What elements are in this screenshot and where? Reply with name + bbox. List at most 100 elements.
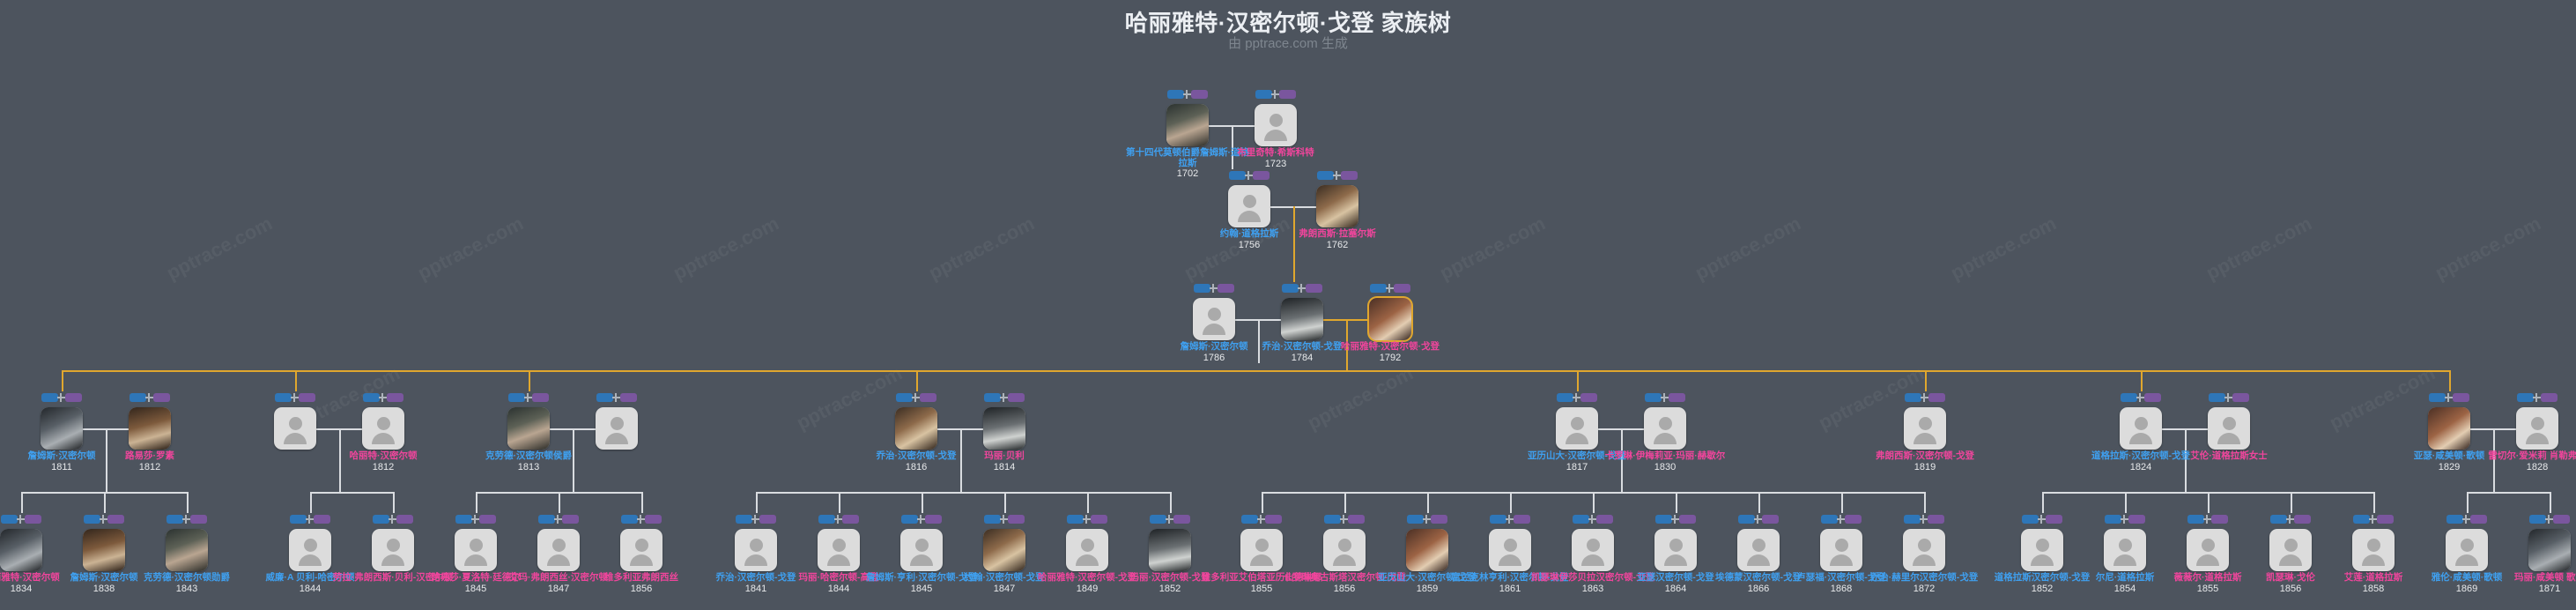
person-photo[interactable] (1369, 298, 1411, 340)
person-placeholder-avatar[interactable] (1556, 407, 1598, 450)
person-placeholder-avatar[interactable] (289, 529, 331, 571)
person-placeholder-avatar[interactable] (537, 529, 580, 571)
person-placeholder-avatar[interactable] (2021, 529, 2063, 571)
badge-purple[interactable] (1669, 393, 1685, 402)
badge-blue[interactable] (1317, 171, 1334, 180)
person-photo[interactable] (129, 407, 171, 450)
badge-blue[interactable] (2446, 515, 2463, 524)
badge-purple[interactable] (1762, 515, 1779, 524)
person-placeholder-avatar[interactable] (1820, 529, 1862, 571)
badge-blue[interactable] (2209, 393, 2225, 402)
person-placeholder-avatar[interactable] (2352, 529, 2395, 571)
badge-purple[interactable] (1191, 90, 1208, 99)
person-photo[interactable] (1166, 104, 1209, 146)
badge-purple[interactable] (620, 393, 637, 402)
badge-blue[interactable] (1821, 515, 1838, 524)
badge-blue[interactable] (1167, 90, 1184, 99)
badge-blue[interactable] (1324, 515, 1341, 524)
badge-purple[interactable] (2377, 515, 2394, 524)
badge-blue[interactable] (2187, 515, 2204, 524)
badge-purple[interactable] (314, 515, 330, 524)
person-placeholder-avatar[interactable] (455, 529, 497, 571)
badge-purple[interactable] (299, 393, 315, 402)
badge-purple[interactable] (1928, 393, 1945, 402)
badge-purple[interactable] (2553, 515, 2570, 524)
person-placeholder-avatar[interactable] (1572, 529, 1614, 571)
badge-blue[interactable] (2022, 515, 2039, 524)
badge-blue[interactable] (130, 393, 146, 402)
person-placeholder-avatar[interactable] (1240, 529, 1283, 571)
badge-blue[interactable] (1490, 515, 1506, 524)
person-placeholder-avatar[interactable] (620, 529, 663, 571)
badge-blue[interactable] (1645, 393, 1662, 402)
person-placeholder-avatar[interactable] (274, 407, 316, 450)
badge-purple[interactable] (1265, 515, 1282, 524)
badge-purple[interactable] (1928, 515, 1944, 524)
badge-purple[interactable] (2211, 515, 2228, 524)
badge-purple[interactable] (1008, 393, 1025, 402)
badge-purple[interactable] (2294, 515, 2311, 524)
badge-blue[interactable] (1655, 515, 1672, 524)
badge-blue[interactable] (2121, 393, 2137, 402)
badge-blue[interactable] (1194, 284, 1210, 293)
person-placeholder-avatar[interactable] (1323, 529, 1366, 571)
badge-purple[interactable] (387, 393, 403, 402)
person-placeholder-avatar[interactable] (1228, 185, 1270, 227)
person-photo[interactable] (983, 407, 1025, 450)
person-photo[interactable] (1406, 529, 1448, 571)
badge-purple[interactable] (2470, 515, 2487, 524)
badge-purple[interactable] (1173, 515, 1190, 524)
badge-blue[interactable] (363, 393, 380, 402)
person-placeholder-avatar[interactable] (1066, 529, 1108, 571)
badge-blue[interactable] (1370, 284, 1387, 293)
person-placeholder-avatar[interactable] (900, 529, 943, 571)
badge-purple[interactable] (759, 515, 776, 524)
person-photo[interactable] (507, 407, 550, 450)
badge-blue[interactable] (1241, 515, 1258, 524)
badge-purple[interactable] (2232, 393, 2249, 402)
badge-blue[interactable] (275, 393, 292, 402)
badge-blue[interactable] (896, 393, 913, 402)
badge-purple[interactable] (1596, 515, 1613, 524)
badge-blue[interactable] (1229, 171, 1246, 180)
badge-blue[interactable] (901, 515, 918, 524)
badge-blue[interactable] (1573, 515, 1589, 524)
badge-blue[interactable] (538, 515, 555, 524)
badge-blue[interactable] (290, 515, 307, 524)
badge-purple[interactable] (1306, 284, 1322, 293)
badge-blue[interactable] (984, 393, 1001, 402)
badge-blue[interactable] (2105, 515, 2121, 524)
badge-purple[interactable] (1253, 171, 1269, 180)
badge-purple[interactable] (1279, 90, 1296, 99)
badge-purple[interactable] (2541, 393, 2557, 402)
badge-blue[interactable] (2270, 515, 2287, 524)
person-placeholder-avatar[interactable] (1489, 529, 1531, 571)
badge-purple[interactable] (396, 515, 413, 524)
badge-purple[interactable] (107, 515, 124, 524)
badge-purple[interactable] (190, 515, 207, 524)
person-placeholder-avatar[interactable] (1644, 407, 1686, 450)
badge-blue[interactable] (1, 515, 18, 524)
person-placeholder-avatar[interactable] (1903, 529, 1945, 571)
badge-purple[interactable] (1341, 171, 1358, 180)
badge-blue[interactable] (736, 515, 752, 524)
badge-purple[interactable] (645, 515, 662, 524)
badge-blue[interactable] (2353, 515, 2370, 524)
badge-blue[interactable] (1255, 90, 1272, 99)
badge-blue[interactable] (1407, 515, 1424, 524)
person-placeholder-avatar[interactable] (2120, 407, 2162, 450)
badge-purple[interactable] (925, 515, 942, 524)
badge-purple[interactable] (1514, 515, 1530, 524)
person-photo[interactable] (2428, 407, 2470, 450)
person-placeholder-avatar[interactable] (596, 407, 638, 450)
person-placeholder-avatar[interactable] (1737, 529, 1780, 571)
person-placeholder-avatar[interactable] (2208, 407, 2250, 450)
badge-blue[interactable] (1150, 515, 1166, 524)
badge-blue[interactable] (2429, 393, 2446, 402)
person-placeholder-avatar[interactable] (1904, 407, 1946, 450)
badge-purple[interactable] (65, 393, 82, 402)
badge-blue[interactable] (818, 515, 835, 524)
person-placeholder-avatar[interactable] (362, 407, 404, 450)
badge-purple[interactable] (920, 393, 936, 402)
person-photo[interactable] (1281, 298, 1323, 340)
